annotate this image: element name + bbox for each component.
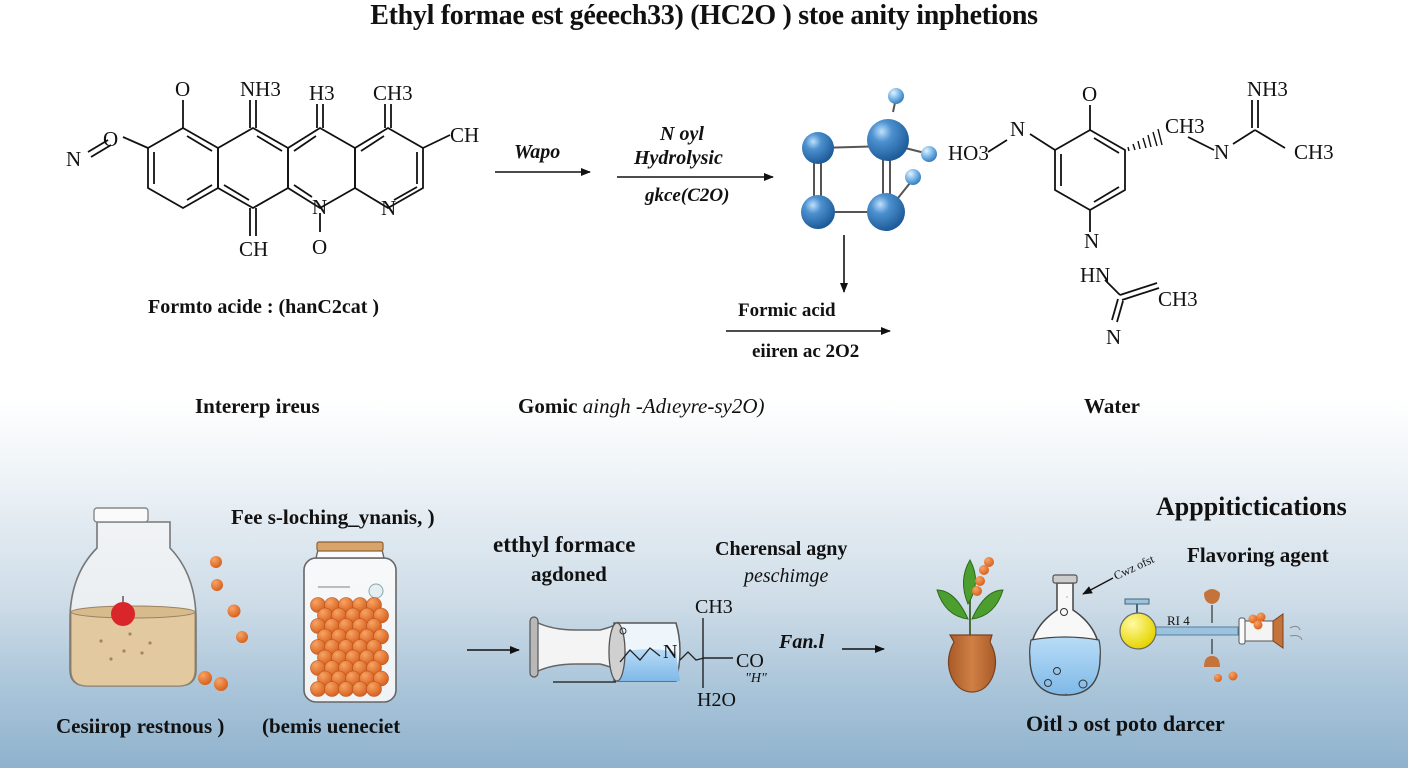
atom-n-lowest: N bbox=[1106, 325, 1121, 349]
berry-jar bbox=[303, 541, 397, 703]
label-ch3: CH3 bbox=[695, 596, 733, 618]
center-side-heading-2: peschimge bbox=[744, 565, 829, 587]
atom-o-top: O bbox=[1082, 82, 1097, 106]
flavoring-agent-label: Flavoring agent bbox=[1187, 543, 1329, 567]
apparatus-labels: CH3 N CO "H" H2O bbox=[663, 596, 767, 711]
round-flask bbox=[1029, 574, 1114, 696]
caption-intermediates: Intererp ireus bbox=[195, 394, 320, 418]
atom-nh3: NH3 bbox=[1247, 77, 1288, 101]
atom-ball bbox=[867, 119, 909, 161]
arrow-3-label-top: Formic acid bbox=[738, 300, 836, 321]
bottle-cap bbox=[93, 507, 149, 523]
center-heading-2: agdoned bbox=[531, 562, 607, 586]
atom-ball bbox=[867, 193, 905, 231]
hydrogen-ball bbox=[888, 88, 904, 104]
caption-formic-plain: Gomic bbox=[518, 394, 583, 418]
atom-n-left: N bbox=[1010, 117, 1025, 141]
arrow-1-label: Wapo bbox=[514, 141, 561, 163]
atom-ch3-lower: CH3 bbox=[1158, 287, 1198, 311]
diagram-title: Ethyl formae est géeech33) (HC2O ) stoe … bbox=[370, 0, 1038, 31]
ball-and-stick-model bbox=[801, 88, 937, 293]
label-co: CO bbox=[736, 650, 764, 672]
pot-icon bbox=[947, 634, 997, 693]
caption-berry-jar: (bemis ueneciet bbox=[262, 714, 401, 738]
hashed-wedge-bond bbox=[1127, 128, 1163, 152]
applications-heading: Apppitictications bbox=[1156, 492, 1347, 521]
atom-hn: HN bbox=[1080, 263, 1110, 287]
atom-ch3-wedge: CH3 bbox=[1165, 114, 1205, 138]
atom-n-center: N bbox=[312, 195, 327, 219]
bottom-left-heading: Fee s-loching_ynanis, ) bbox=[231, 505, 435, 529]
caption-syrup-bottle: Cesiirop restnous ) bbox=[56, 714, 225, 738]
apparatus-arrow-label: Fan.l bbox=[779, 631, 825, 653]
caption-water: Water bbox=[1084, 394, 1140, 418]
atom-h3: H3 bbox=[309, 81, 335, 105]
jar-berry bbox=[352, 681, 368, 697]
atom-n-left: N bbox=[66, 147, 81, 171]
right-molecule bbox=[987, 100, 1286, 323]
arrow-2-label-top-1: N oyl bbox=[660, 123, 704, 145]
atom-ch3: CH3 bbox=[373, 81, 413, 105]
atom-ch-bottom: CH bbox=[239, 237, 268, 261]
jar-berry bbox=[338, 681, 354, 697]
atom-o-left: O bbox=[103, 127, 118, 151]
apple-icon bbox=[111, 602, 135, 626]
atom-n-right: N bbox=[381, 196, 396, 220]
atom-ho3: HO3 bbox=[948, 141, 989, 165]
atom-ch3-right: CH3 bbox=[1294, 140, 1334, 164]
hydrogen-ball bbox=[905, 169, 921, 185]
label-h2o: H2O bbox=[697, 689, 736, 711]
top-left-molecule-atoms: O NH3 H3 CH3 CH N O CH N O N bbox=[66, 77, 479, 261]
reaction-tube bbox=[529, 616, 733, 688]
right-molecule-atoms: O N HO3 CH3 N NH3 CH3 N HN CH3 N bbox=[948, 77, 1334, 349]
caption-formic-italic: aingh -Adıeyre-sy2O) bbox=[582, 394, 765, 418]
atom-o-top: O bbox=[175, 77, 190, 101]
flavor-dispenser bbox=[1119, 589, 1303, 682]
left-molecule-caption: Formto acide : (hanC2cat ) bbox=[148, 296, 380, 318]
device-label: RI 4 bbox=[1167, 613, 1190, 628]
potted-plant bbox=[936, 557, 1004, 693]
arrow-2-label-bottom: gkce(C2O) bbox=[645, 185, 730, 206]
hydrogen-ball bbox=[921, 146, 937, 162]
atom-o-bottom: O bbox=[312, 235, 327, 259]
center-heading-1: etthyl formace bbox=[493, 532, 636, 557]
jar-lid bbox=[316, 541, 384, 552]
center-side-heading-1: Cherensal agny bbox=[715, 538, 848, 560]
atom-n-bottom: N bbox=[1084, 229, 1099, 253]
ring-2 bbox=[217, 126, 289, 210]
atom-ball bbox=[801, 195, 835, 229]
applications-caption: Oitl ɔ ost poto darcer bbox=[1026, 711, 1225, 736]
flask-pointer-label: Cwz ofst bbox=[1111, 552, 1156, 583]
caption-formic-agent: Gomic aingh -Adıeyre-sy2O) bbox=[518, 394, 764, 419]
jar-berry bbox=[324, 681, 340, 697]
syrup-bottle bbox=[69, 507, 197, 687]
jar-berries bbox=[310, 597, 389, 697]
label-n: N bbox=[663, 641, 677, 663]
ring-1 bbox=[147, 126, 219, 210]
atom-ch: CH bbox=[450, 123, 479, 147]
arrow-2-label-top-2: Hydrolysic bbox=[634, 147, 723, 169]
atom-n-chain: N bbox=[1214, 140, 1229, 164]
falling-berries bbox=[198, 556, 248, 691]
atom-nh3: NH3 bbox=[240, 77, 281, 101]
top-left-molecule bbox=[87, 100, 451, 236]
jar-berry bbox=[366, 681, 382, 697]
yellow-bulb bbox=[1119, 612, 1157, 650]
jar-berry bbox=[310, 681, 326, 697]
arrow-3-label-bottom: eiiren ac 2O2 bbox=[752, 341, 860, 362]
atom-ball bbox=[802, 132, 834, 164]
label-h: "H" bbox=[745, 671, 767, 686]
